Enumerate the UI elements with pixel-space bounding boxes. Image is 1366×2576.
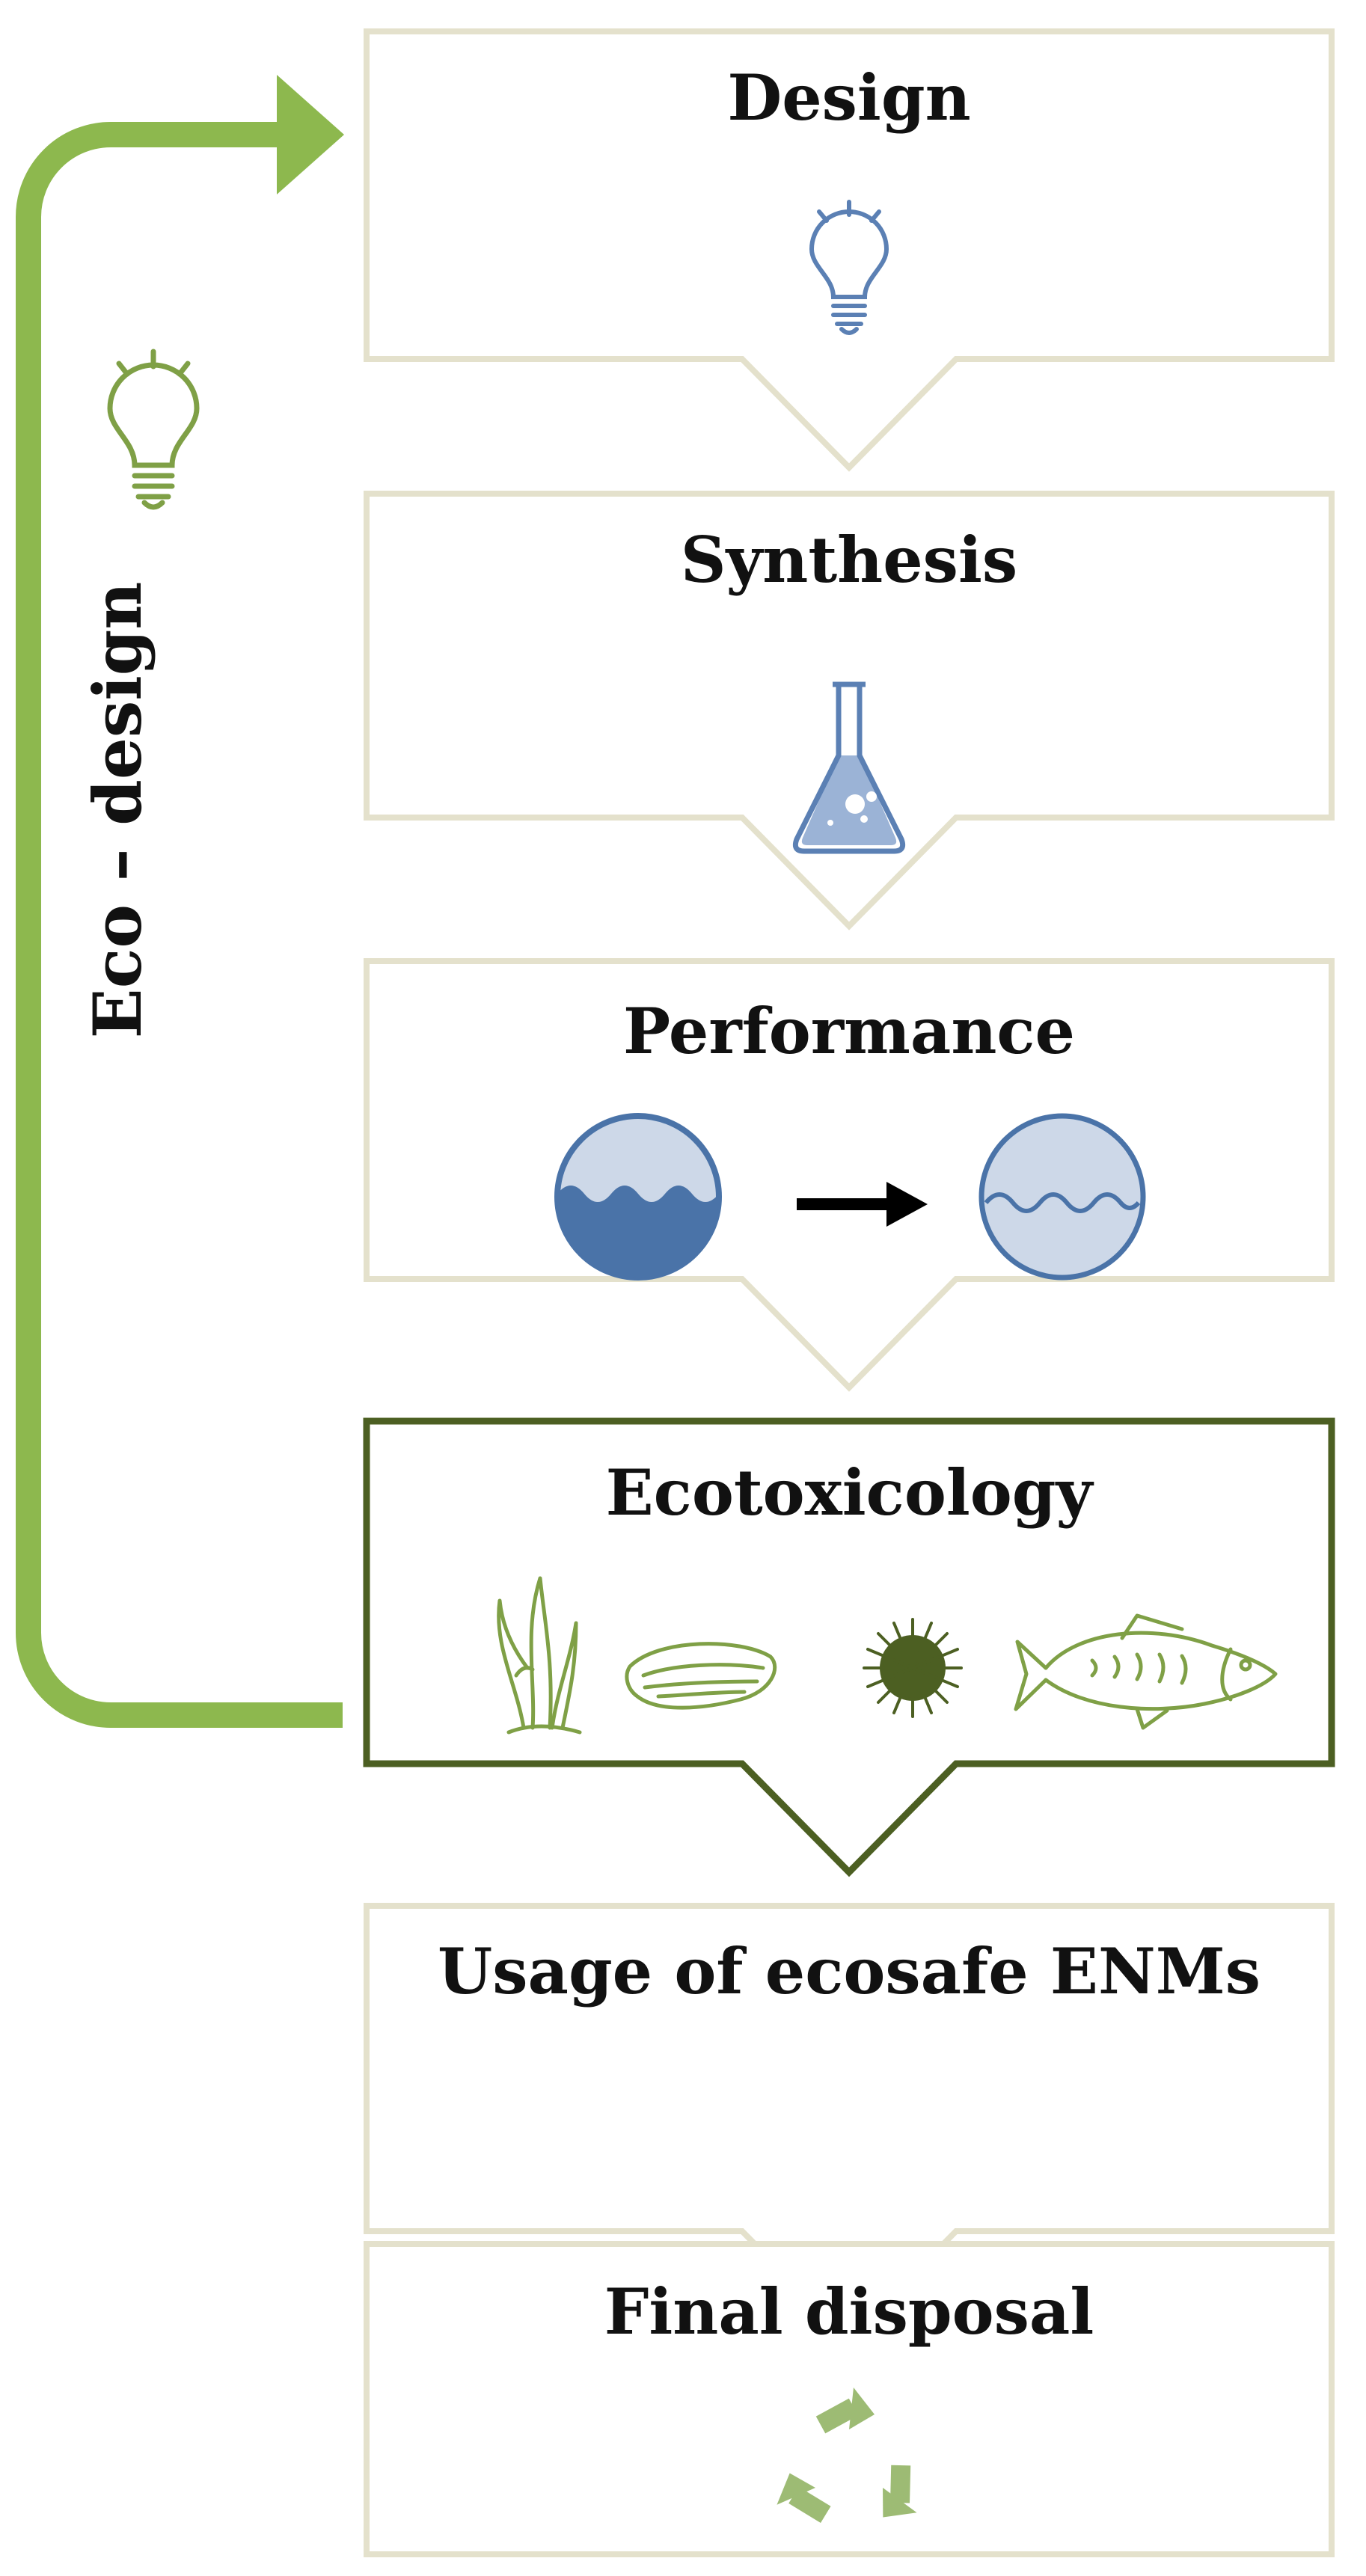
- step-usage: Usage of ecosafe ENMs: [364, 1903, 1335, 2344]
- flask-icon: [792, 681, 906, 854]
- step-performance: Performance: [364, 958, 1335, 1392]
- step-title-usage: Usage of ecosafe ENMs: [438, 1934, 1261, 2008]
- step-title-synthesis: Synthesis: [681, 523, 1017, 597]
- sea-urchin-icon: [863, 1618, 963, 1718]
- step-ecotoxicology: Ecotoxicology: [363, 1417, 1335, 1877]
- lightbulb-icon: [107, 349, 200, 510]
- eco-design-loop-arrow: [16, 75, 344, 1728]
- water-purification-icon: [554, 1113, 1146, 1281]
- step-title-performance: Performance: [623, 994, 1075, 1068]
- algae-icon: [497, 1576, 582, 1735]
- step-title-ecotoxicology: Ecotoxicology: [606, 1456, 1094, 1530]
- step-synthesis: Synthesis: [364, 491, 1335, 930]
- eco-design-label: Eco – design: [79, 582, 156, 1039]
- recycle-icon: [777, 2388, 917, 2524]
- step-final-disposal: Final disposal: [364, 2241, 1335, 2557]
- mussel-icon: [625, 1642, 777, 1710]
- organisms-icon: [497, 1576, 1278, 1735]
- step-title-final-disposal: Final disposal: [604, 2275, 1094, 2349]
- step-design: Design: [364, 28, 1335, 472]
- lightbulb-icon: [809, 200, 889, 335]
- fish-icon: [1014, 1613, 1278, 1730]
- step-title-design: Design: [727, 61, 970, 135]
